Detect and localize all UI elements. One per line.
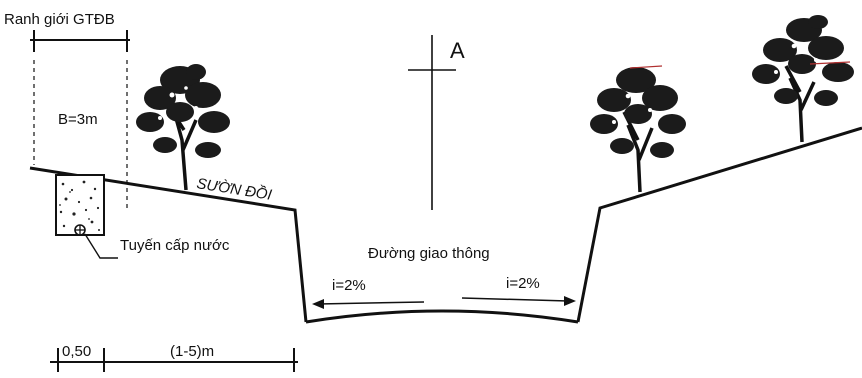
road-label: Đường giao thông <box>368 245 490 262</box>
boundary-label: Ranh giới GTĐB <box>4 11 115 28</box>
water-trench <box>55 174 118 259</box>
bottom-dimension <box>50 348 298 372</box>
dim-small-label: 0,50 <box>62 343 91 360</box>
dim-large-label: (1-5)m <box>170 343 214 360</box>
boundary-dimension <box>30 30 130 210</box>
tree-icon <box>590 65 686 193</box>
section-marker <box>408 35 456 210</box>
terrain-profile <box>29 126 862 324</box>
section-marker-label: A <box>450 38 465 63</box>
water-line-label: Tuyến cấp nước <box>120 237 230 254</box>
tree-icon <box>136 64 230 191</box>
right-grade-arrow <box>461 296 576 306</box>
left-grade-arrow <box>312 299 425 309</box>
tree-icon <box>752 15 854 143</box>
left-grade-label: i=2% <box>332 277 366 294</box>
strip-width-label: B=3m <box>58 111 98 128</box>
right-grade-label: i=2% <box>506 275 540 292</box>
